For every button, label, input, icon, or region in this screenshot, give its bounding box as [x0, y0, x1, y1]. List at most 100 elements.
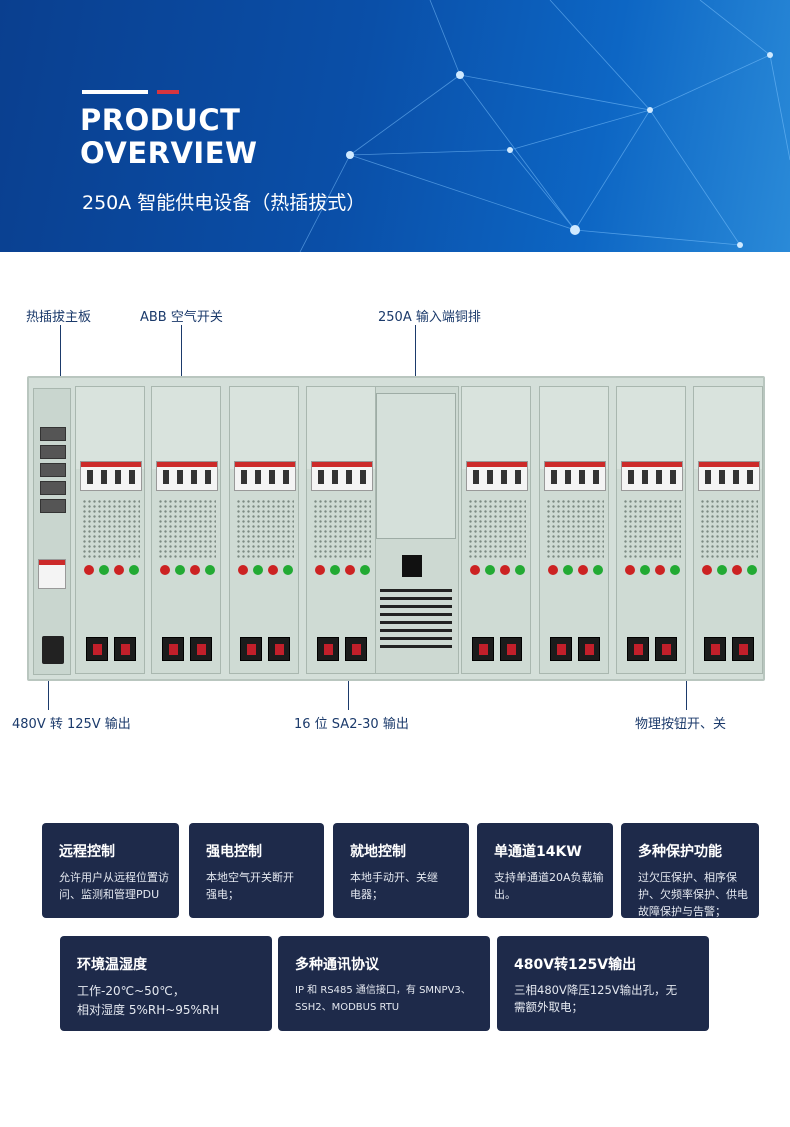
relay-button-icon [360, 565, 370, 575]
abb-breaker-icon [621, 461, 683, 491]
pdu-device-image [27, 376, 765, 681]
page-title: PRODUCT OVERVIEW [80, 104, 258, 170]
sa2-30-socket-icon [86, 637, 108, 661]
feature-card-power-control: 强电控制 本地空气开关断开强电； [189, 823, 324, 918]
callout-abb-switch: ABB 空气开关 [140, 310, 223, 325]
relay-button-icon [593, 565, 603, 575]
relay-button-icon [283, 565, 293, 575]
header-accent-white-bar [82, 90, 148, 94]
sa2-30-socket-icon [240, 637, 262, 661]
callout-hot-swap-board: 热插拔主板 [26, 310, 92, 325]
feature-card-environment: 环境温湿度 工作-20℃~50℃， 相对湿度 5%RH~95%RH [60, 936, 272, 1031]
relay-button-icon [84, 565, 94, 575]
output-module [693, 386, 763, 674]
sa2-30-socket-icon [472, 637, 494, 661]
feature-desc: 工作-20℃~50℃， 相对湿度 5%RH~95%RH [77, 982, 219, 1020]
abb-breaker-icon [466, 461, 528, 491]
input-copper-bar-panel [371, 386, 459, 674]
abb-breaker-icon [698, 461, 760, 491]
output-module [229, 386, 299, 674]
feature-desc: 支持单通道20A负载输出。 [494, 871, 604, 901]
network-background-graphic [299, 0, 790, 252]
sa2-30-socket-icon [345, 637, 367, 661]
relay-button-icon [485, 565, 495, 575]
feature-title: 多种通讯协议 [295, 957, 379, 973]
feature-desc: 过欠压保护、相序保护、欠频率保护、供电故障保护与告警； [638, 871, 748, 918]
feature-desc: 本地手动开、关继电器； [350, 871, 438, 901]
feature-title: 就地控制 [350, 844, 406, 860]
feature-title: 强电控制 [206, 844, 262, 860]
relay-button-icon [500, 565, 510, 575]
output-module [616, 386, 686, 674]
abb-breaker-icon [156, 461, 218, 491]
relay-button-icon [470, 565, 480, 575]
relay-button-icon [717, 565, 727, 575]
relay-button-icon [670, 565, 680, 575]
abb-breaker-icon [311, 461, 373, 491]
feature-desc: 允许用户从远程位置访问、监测和管理PDU [59, 871, 169, 901]
sa2-30-socket-icon [162, 637, 184, 661]
relay-button-icon [129, 565, 139, 575]
sa2-30-socket-icon [317, 637, 339, 661]
sa2-30-socket-icon [190, 637, 212, 661]
callout-physical-button: 物理按钮开、关 [635, 717, 727, 732]
relay-button-icon [330, 565, 340, 575]
sa2-30-socket-icon [578, 637, 600, 661]
sa2-30-socket-icon [732, 637, 754, 661]
feature-card-protection: 多种保护功能 过欠压保护、相序保护、欠频率保护、供电故障保护与告警； [621, 823, 759, 918]
feature-desc-line: 工作-20℃~50℃， [77, 984, 185, 998]
relay-button-icon [655, 565, 665, 575]
page-subtitle: 250A 智能供电设备（热插拔式） [82, 192, 366, 214]
relay-button-icon [315, 565, 325, 575]
hero-banner: PRODUCT OVERVIEW 250A 智能供电设备（热插拔式） [0, 0, 790, 252]
callout-sa2-output: 16 位 SA2-30 输出 [294, 717, 409, 732]
relay-button-icon [548, 565, 558, 575]
feature-card-480v-to-125v: 480V转125V输出 三相480V降压125V输出孔，无 需额外取电； [497, 936, 709, 1031]
feature-desc: IP 和 RS485 通信接口，有 SMNPV3、 SSH2、MODBUS RT… [295, 982, 471, 1016]
leader-line-copper [415, 325, 416, 410]
relay-button-icon [268, 565, 278, 575]
feature-title: 环境温湿度 [77, 957, 147, 973]
header-accent-red-bar [157, 90, 179, 94]
relay-button-icon [190, 565, 200, 575]
abb-breaker-icon [544, 461, 606, 491]
output-module [75, 386, 145, 674]
relay-button-icon [99, 565, 109, 575]
feature-desc: 本地空气开关断开强电； [206, 871, 294, 901]
relay-button-icon [205, 565, 215, 575]
callout-copper-bar: 250A 输入端铜排 [378, 310, 481, 325]
output-module [151, 386, 221, 674]
relay-button-icon [238, 565, 248, 575]
hot-swap-main-board [33, 388, 71, 675]
feature-card-remote-control: 远程控制 允许用户从远程位置访问、监测和管理PDU [42, 823, 179, 918]
output-module [461, 386, 531, 674]
page-title-line1: PRODUCT [80, 103, 241, 137]
sa2-30-socket-icon [627, 637, 649, 661]
sa2-30-socket-icon [655, 637, 677, 661]
abb-breaker-icon [80, 461, 142, 491]
sa2-30-socket-icon [114, 637, 136, 661]
abb-breaker-icon [234, 461, 296, 491]
output-module [306, 386, 376, 674]
relay-button-icon [345, 565, 355, 575]
feature-desc-line: 三相480V降压125V输出孔，无 [514, 983, 678, 997]
feature-title: 单通道14KW [494, 844, 582, 860]
relay-button-icon [114, 565, 124, 575]
relay-button-icon [640, 565, 650, 575]
feature-desc-line: IP 和 RS485 通信接口，有 SMNPV3、 [295, 985, 471, 996]
feature-title: 480V转125V输出 [514, 957, 637, 973]
feature-card-protocols: 多种通讯协议 IP 和 RS485 通信接口，有 SMNPV3、 SSH2、MO… [278, 936, 490, 1031]
callout-output-125v: 480V 转 125V 输出 [12, 717, 131, 732]
relay-button-icon [732, 565, 742, 575]
page-title-line2: OVERVIEW [80, 136, 258, 170]
relay-button-icon [747, 565, 757, 575]
leader-line-hot-swap [60, 325, 61, 395]
sa2-30-socket-icon [704, 637, 726, 661]
relay-button-icon [625, 565, 635, 575]
relay-button-icon [175, 565, 185, 575]
relay-button-icon [515, 565, 525, 575]
output-module [539, 386, 609, 674]
sa2-30-socket-icon [500, 637, 522, 661]
sa2-30-socket-icon [550, 637, 572, 661]
feature-card-local-control: 就地控制 本地手动开、关继电器； [333, 823, 469, 918]
